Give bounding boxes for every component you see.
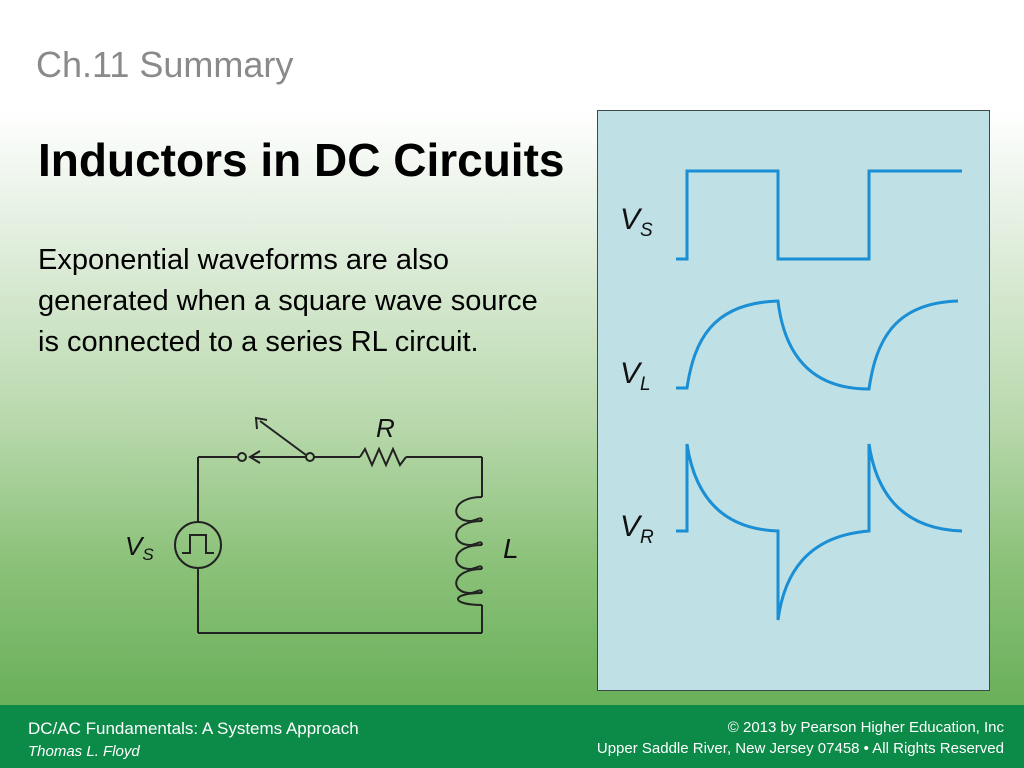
vs-label: VS bbox=[620, 203, 653, 241]
vs-square-waveform bbox=[676, 169, 962, 261]
body-text: Exponential waveforms are also generated… bbox=[38, 244, 538, 358]
switch-contact-right bbox=[305, 452, 315, 462]
footer-copyright: © 2013 by Pearson Higher Education, Inc bbox=[727, 719, 1004, 736]
switch-lever-head bbox=[254, 416, 268, 430]
slide-title: Inductors in DC Circuits bbox=[38, 134, 565, 186]
slide-chapter: Ch.11 Summary bbox=[36, 44, 294, 85]
inductor-coil bbox=[455, 496, 483, 606]
vr-label: VR bbox=[620, 510, 654, 548]
footer-author: Thomas L. Floyd bbox=[28, 743, 140, 760]
source-square-wave-symbol bbox=[182, 534, 214, 554]
footer-book-title: DC/AC Fundamentals: A Systems Approach bbox=[28, 719, 359, 738]
vl-label: VL bbox=[620, 357, 651, 395]
switch-contact-left bbox=[237, 452, 247, 462]
inductor-label: L bbox=[503, 533, 519, 564]
resistor-label: R bbox=[376, 413, 395, 443]
switch-arrow-head bbox=[248, 450, 261, 464]
rl-circuit-diagram: R L VS bbox=[125, 413, 519, 634]
footer-address: Upper Saddle River, New Jersey 07458 • A… bbox=[596, 740, 1004, 757]
waveform-panel: VS VL VR bbox=[597, 110, 990, 691]
switch-lever bbox=[259, 420, 307, 456]
resistor bbox=[359, 446, 407, 468]
square-wave-source bbox=[174, 521, 222, 569]
source-label: VS bbox=[125, 531, 154, 564]
inductor-coil-loops bbox=[469, 517, 483, 594]
vr-exponential-waveform bbox=[676, 443, 963, 621]
footer-bar: DC/AC Fundamentals: A Systems Approach T… bbox=[0, 705, 1024, 768]
waveforms-svg: VS VL VR bbox=[620, 169, 963, 621]
vl-exponential-waveform bbox=[676, 299, 959, 391]
